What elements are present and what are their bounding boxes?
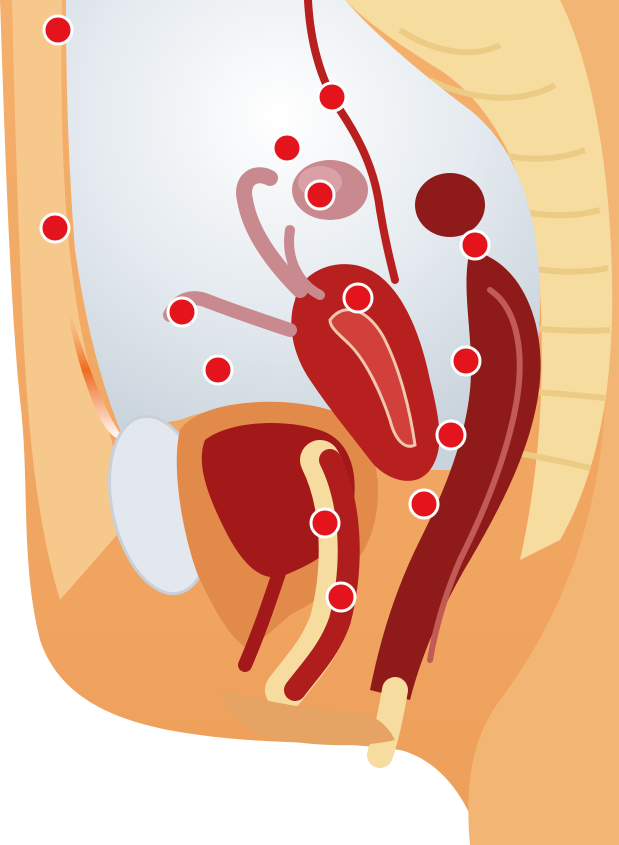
anal-canal <box>380 690 395 755</box>
hotspot-marker-12[interactable] <box>410 490 438 518</box>
hotspot-marker-9[interactable] <box>344 284 372 312</box>
hotspot-marker-14[interactable] <box>327 583 355 611</box>
hotspot-marker-10[interactable] <box>452 347 480 375</box>
hotspot-marker-7[interactable] <box>168 298 196 326</box>
hotspot-marker-8[interactable] <box>204 356 232 384</box>
hotspot-marker-3[interactable] <box>318 83 346 111</box>
hotspot-marker-1[interactable] <box>44 16 72 44</box>
hotspot-marker-5[interactable] <box>306 181 334 209</box>
hotspot-marker-4[interactable] <box>273 134 301 162</box>
hotspot-marker-2[interactable] <box>41 214 69 242</box>
hotspot-marker-6[interactable] <box>461 231 489 259</box>
sigmoid-colon-top <box>415 173 485 237</box>
hotspot-marker-13[interactable] <box>311 509 339 537</box>
hotspot-marker-11[interactable] <box>437 421 465 449</box>
